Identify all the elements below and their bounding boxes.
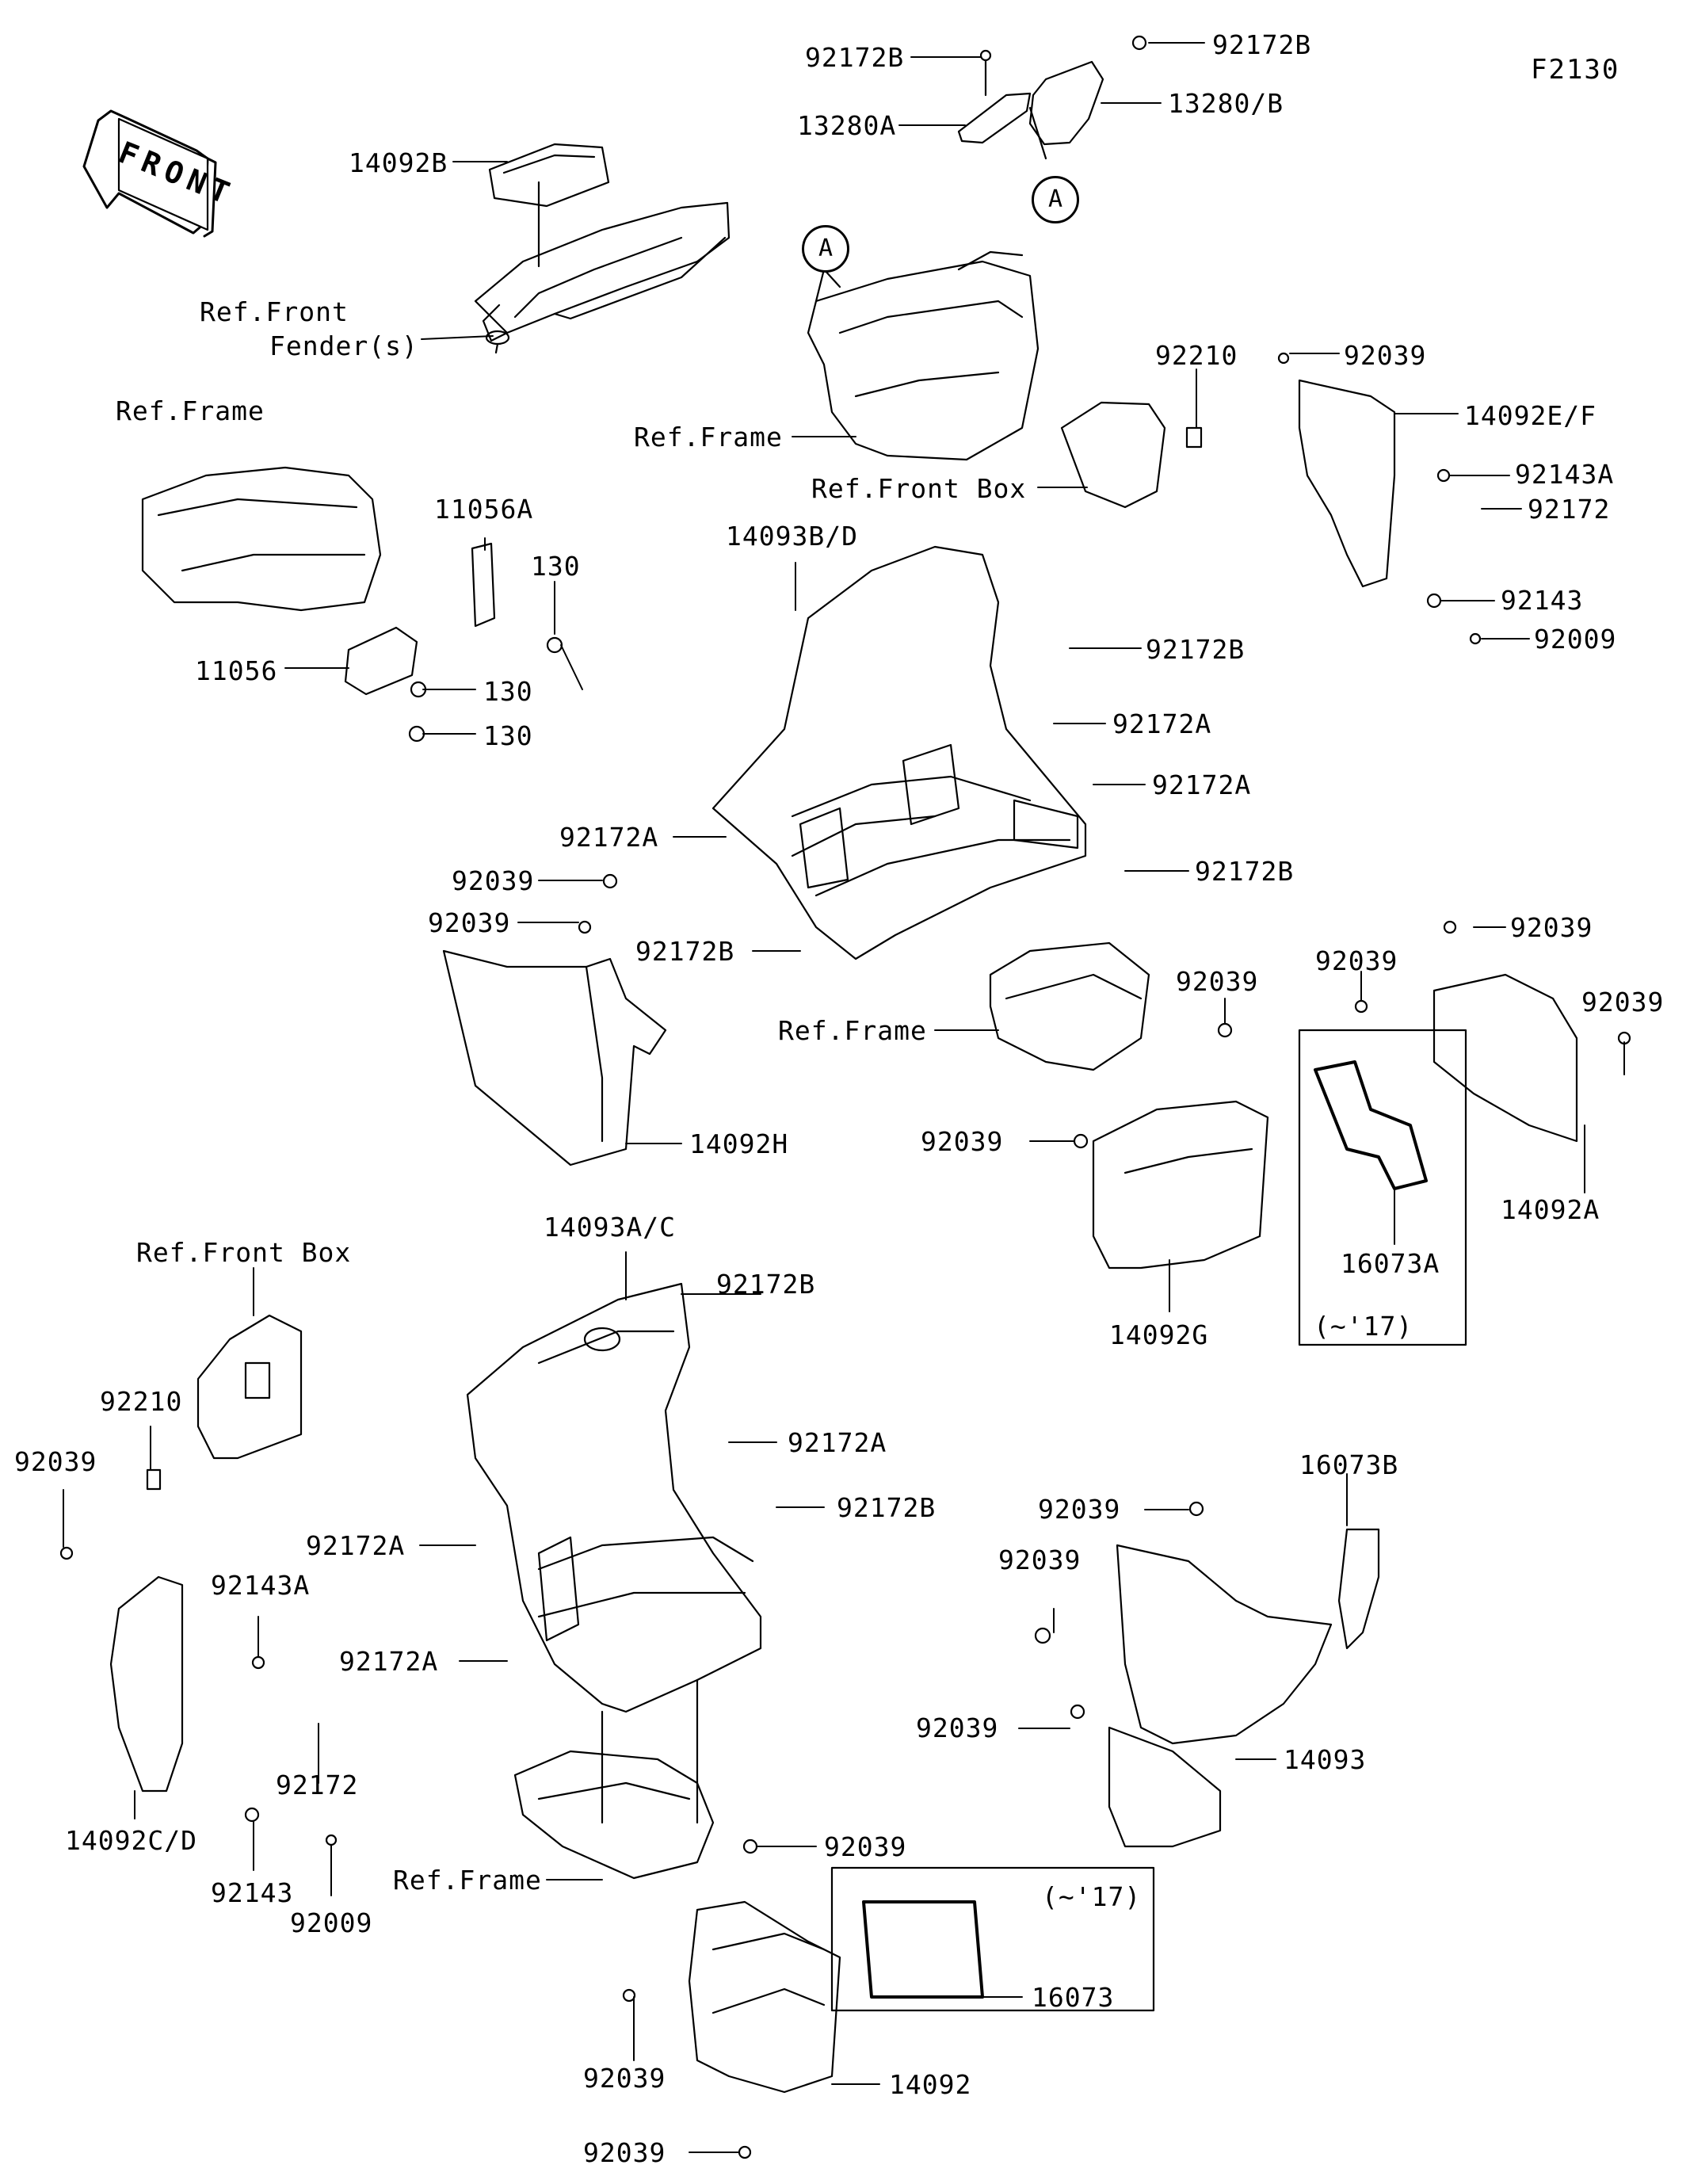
floor-panel-14093A-C — [466, 1282, 762, 1713]
frame-with-bracket-11056 — [141, 466, 563, 743]
part-label: 92039 — [1315, 945, 1398, 976]
part-label: 92172B — [635, 936, 735, 967]
part-label: 92172A — [1112, 708, 1212, 739]
cover-14092G — [1073, 1022, 1269, 1270]
front-fender-cover-assembly — [474, 143, 731, 354]
part-label: 92039 — [921, 1126, 1004, 1157]
front-arrow-icon — [82, 109, 217, 238]
part-label: 14092B — [349, 147, 448, 178]
variant-note-lower: (~'17) — [1042, 1881, 1142, 1912]
part-label: 92039 — [428, 907, 511, 938]
part-label: 14093 — [1284, 1744, 1367, 1775]
part-label: 92039 — [998, 1544, 1082, 1575]
ref-frame-top-left: Ref.Frame — [116, 395, 265, 426]
part-label: 130 — [483, 676, 533, 707]
floor-panel-14093B-D — [711, 545, 1087, 960]
part-label: 14092G — [1109, 1319, 1209, 1350]
part-label: 92143A — [1515, 459, 1615, 490]
cover-14093-and-16073B — [1034, 1501, 1380, 1848]
ref-front-fender-line1: Ref.Front — [200, 296, 349, 327]
ref-front-box-top: Ref.Front Box — [811, 473, 1027, 504]
part-label: 92172B — [1146, 634, 1246, 665]
part-label: 130 — [483, 720, 533, 751]
part-label: 16073B — [1299, 1449, 1399, 1480]
part-label: 13280/B — [1168, 88, 1284, 119]
ref-frame-top-mid: Ref.Frame — [634, 422, 783, 452]
part-label: 92039 — [1581, 987, 1665, 1018]
part-label: 92039 — [1038, 1494, 1121, 1525]
part-label: 92039 — [824, 1831, 907, 1862]
top-frame — [807, 250, 1040, 461]
cover-14092E-F-assembly — [1060, 352, 1482, 645]
part-label: 14092E/F — [1464, 400, 1597, 431]
part-label: 92172A — [559, 822, 659, 853]
ref-frame-mid: Ref.Frame — [778, 1015, 927, 1046]
leader-lines — [63, 42, 1625, 2153]
part-label: 92039 — [14, 1446, 97, 1477]
part-label: 92172A — [1152, 769, 1252, 800]
part-label: 92172A — [306, 1530, 406, 1561]
part-label: 14092H — [689, 1128, 789, 1159]
part-label: 92009 — [290, 1907, 373, 1938]
part-label: 92143 — [1501, 585, 1584, 616]
ref-front-fender-line2: Fender(s) — [269, 330, 418, 361]
cover-14092A-and-mat-16073A — [1298, 920, 1631, 1346]
part-label: 92143 — [211, 1877, 294, 1908]
part-label: 92039 — [452, 865, 535, 896]
part-label: 14092A — [1501, 1194, 1600, 1225]
part-label: 92172 — [276, 1770, 359, 1800]
part-label: 14092 — [889, 2069, 972, 2100]
part-label: 92039 — [1510, 912, 1593, 943]
part-label: 92172 — [1528, 494, 1611, 525]
part-label: 92143A — [211, 1570, 311, 1601]
part-label: 13280A — [797, 110, 897, 141]
part-label: 92172B — [716, 1269, 816, 1300]
callout-a-1: A — [1032, 176, 1079, 223]
part-label: 92172A — [788, 1427, 887, 1458]
variant-note-upper: (~'17) — [1314, 1311, 1413, 1342]
part-label: 92039 — [916, 1712, 999, 1743]
frame-bottom — [513, 1678, 715, 1880]
part-label: 92039 — [1176, 966, 1259, 997]
part-label: 92039 — [583, 2137, 666, 2168]
part-label: 92172A — [339, 1646, 439, 1677]
part-label: 92172B — [1195, 856, 1295, 887]
part-label: 14093A/C — [544, 1212, 676, 1243]
part-label: 92009 — [1534, 624, 1617, 655]
part-label: 92039 — [583, 2063, 666, 2094]
frame-mid — [989, 941, 1150, 1071]
part-label: 92172B — [805, 42, 905, 73]
bracket-13280-assembly — [957, 35, 1147, 160]
callout-a-2: A — [802, 225, 849, 273]
part-label: 16073 — [1032, 1982, 1115, 2013]
ref-frame-bottom: Ref.Frame — [393, 1865, 542, 1896]
part-label: 92172B — [837, 1492, 937, 1523]
part-label: 92210 — [1155, 340, 1238, 371]
ref-front-box-left: Ref.Front Box — [136, 1237, 352, 1268]
figure-code: F2130 — [1531, 54, 1620, 86]
part-label: 11056A — [434, 494, 534, 525]
part-label: 14092C/D — [65, 1825, 197, 1856]
part-label: 14093B/D — [726, 521, 858, 552]
part-label: 92039 — [1344, 340, 1427, 371]
part-label: 11056 — [195, 655, 278, 686]
cover-14092C-D-assembly — [59, 1314, 338, 1846]
part-label: 92172B — [1212, 29, 1312, 60]
cover-14092H — [442, 873, 667, 1166]
part-label: 92210 — [100, 1386, 183, 1417]
part-label: 16073A — [1341, 1248, 1440, 1279]
part-label: 130 — [531, 551, 581, 582]
